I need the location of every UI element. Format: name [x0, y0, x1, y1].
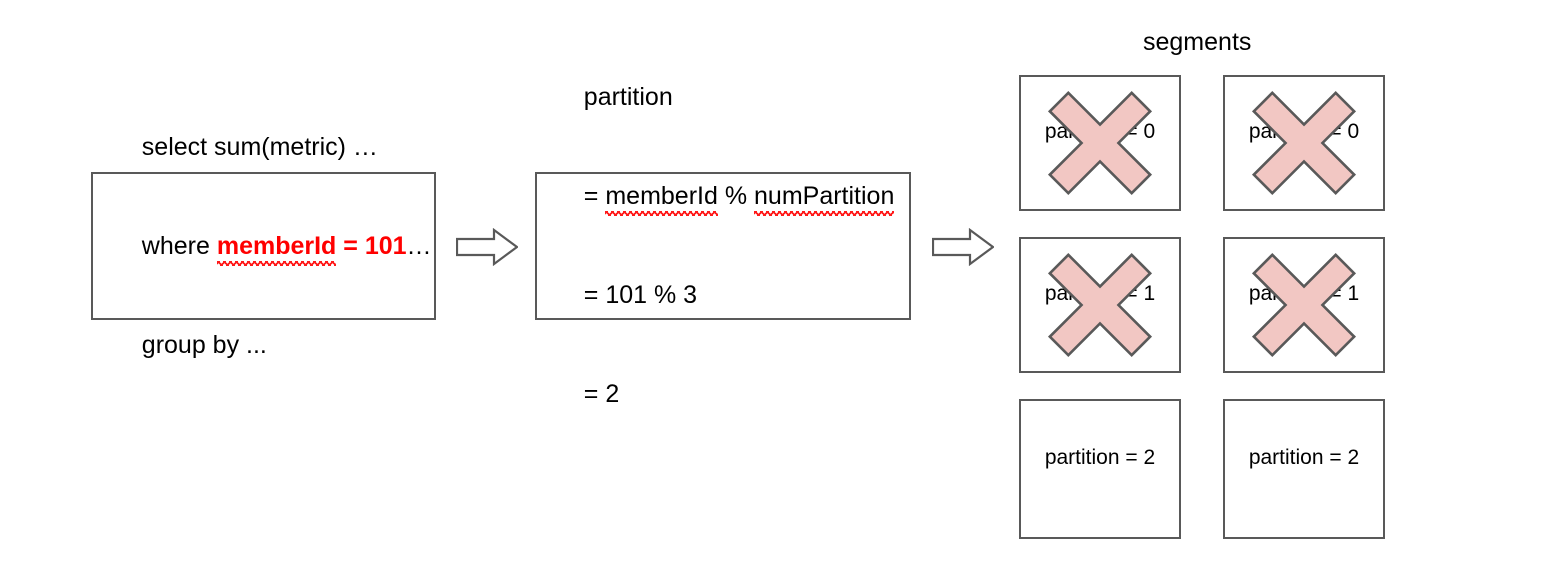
- segment-label: partition = 1: [1044, 282, 1156, 306]
- arrow-right-icon: [931, 227, 995, 267]
- sql-line-select-text: select sum(metric) …: [141, 132, 378, 161]
- formula-result-text: = 2: [583, 380, 620, 408]
- sql-member-id-token: memberId: [216, 230, 337, 266]
- partition-formula-box: partition = memberId % numPartition = 10…: [535, 83, 911, 408]
- sql-member-id-value: = 101: [336, 231, 407, 260]
- arrow-right-2: [931, 227, 995, 267]
- segment-label: partition = 2: [1248, 446, 1360, 470]
- sql-where-keyword: where: [141, 231, 217, 260]
- sql-line-group-by: group by ...: [114, 296, 434, 395]
- formula-line-result: = 2: [556, 345, 909, 444]
- arrow-right-icon: [455, 227, 519, 267]
- sql-where-ellipsis: …: [406, 231, 432, 260]
- segment-box[interactable]: partition = 1: [1019, 237, 1181, 373]
- formula-line-partition: partition: [556, 48, 909, 147]
- sql-line-group-by-text: group by ...: [141, 330, 267, 359]
- segments-title: segments: [1143, 28, 1252, 56]
- segment-label: partition = 1: [1248, 282, 1360, 306]
- formula-partition-text: partition: [583, 83, 673, 111]
- arrow-right-1: [455, 227, 519, 267]
- segment-box[interactable]: partition = 2: [1223, 399, 1385, 539]
- segment-label: partition = 0: [1044, 120, 1156, 144]
- formula-num-partition-token: numPartition: [754, 180, 895, 216]
- segment-label: partition = 2: [1044, 446, 1156, 470]
- sql-line-select: select sum(metric) …: [114, 98, 434, 197]
- segment-box[interactable]: partition = 0: [1223, 75, 1385, 211]
- formula-member-id-token: memberId: [605, 180, 718, 216]
- segment-box[interactable]: partition = 1: [1223, 237, 1385, 373]
- sql-line-where: where memberId = 101…: [114, 197, 434, 296]
- formula-modulo-operator: %: [717, 182, 755, 210]
- segment-label: partition = 0: [1248, 120, 1360, 144]
- formula-line-expression: = memberId % numPartition: [556, 147, 909, 246]
- formula-equals-1: =: [583, 182, 606, 210]
- formula-line-substituted: = 101 % 3: [556, 246, 909, 345]
- sql-query-box: select sum(metric) … where memberId = 10…: [91, 133, 436, 359]
- segment-box[interactable]: partition = 2: [1019, 399, 1181, 539]
- formula-substituted-text: = 101 % 3: [583, 281, 698, 309]
- segment-box[interactable]: partition = 0: [1019, 75, 1181, 211]
